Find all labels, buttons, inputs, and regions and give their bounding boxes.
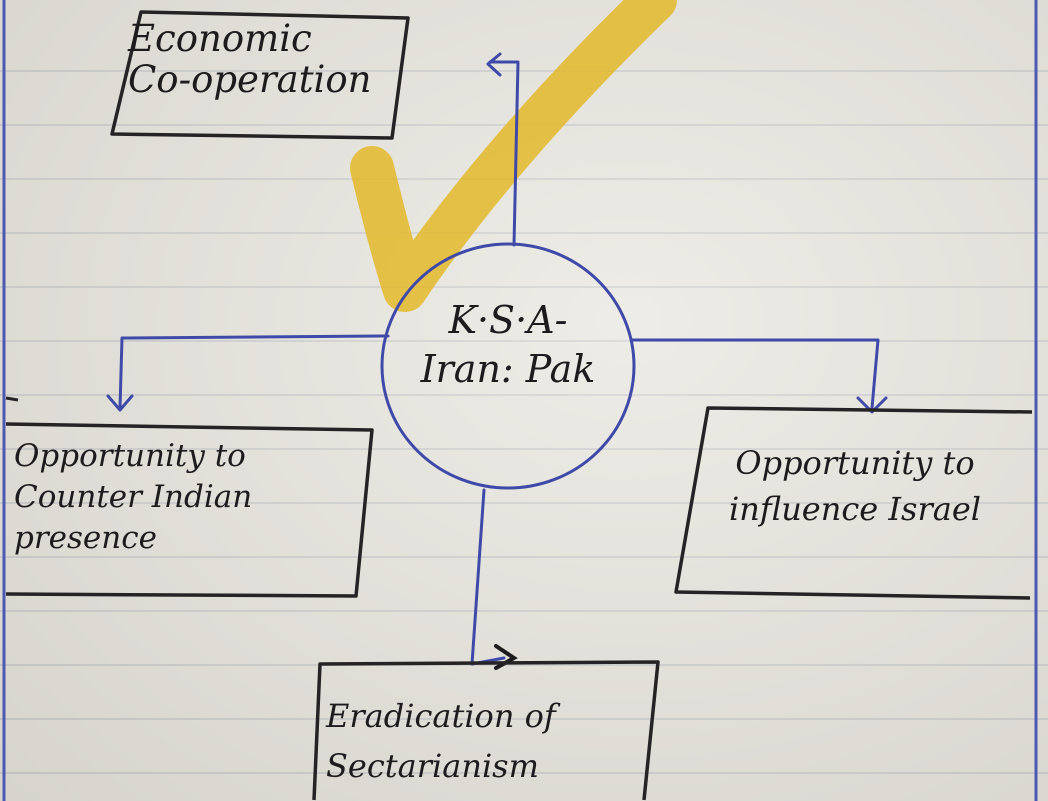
connector-israel (630, 338, 880, 410)
node-indian-line2: Counter Indian (14, 478, 253, 515)
node-counter-indian-presence: Opportunity to Counter Indian presence (14, 436, 364, 559)
connector-indian (118, 334, 390, 410)
check-mark-icon (350, 0, 677, 312)
box-indian (5, 422, 374, 598)
margin-tick (5, 396, 19, 402)
node-indian-line3: presence (14, 519, 157, 556)
node-sectarianism-line1: Eradication of (326, 697, 556, 735)
node-indian-line1: Opportunity to (14, 438, 246, 474)
box-economic (110, 10, 410, 140)
node-economic-line1: Economic (128, 17, 312, 60)
center-node-line2: Iran: Pak (420, 346, 596, 391)
node-sectarianism-line2: Sectarianism (326, 746, 539, 785)
node-israel-line2: influence Israel (729, 490, 981, 529)
center-node-line1: K·S·A- (448, 298, 568, 342)
node-eradication-sectarianism: Eradication of Sectarianism (326, 692, 646, 791)
center-circle (380, 242, 636, 490)
arrow-economic (486, 52, 502, 77)
center-node: K·S·A- Iran: Pak (392, 296, 624, 393)
connector-economic (488, 60, 520, 247)
node-economic-cooperation: Economic Co-operation (128, 18, 398, 101)
node-israel-line1: Opportunity to (735, 444, 975, 482)
arrow-israel (856, 396, 888, 414)
box-israel (674, 406, 1033, 600)
arrow-indian (106, 394, 134, 412)
box-sectarianism (312, 660, 660, 801)
node-influence-israel: Opportunity to influence Israel (690, 440, 1020, 533)
connector-sectarianism (470, 488, 506, 666)
node-economic-line2: Co-operation (128, 58, 372, 102)
